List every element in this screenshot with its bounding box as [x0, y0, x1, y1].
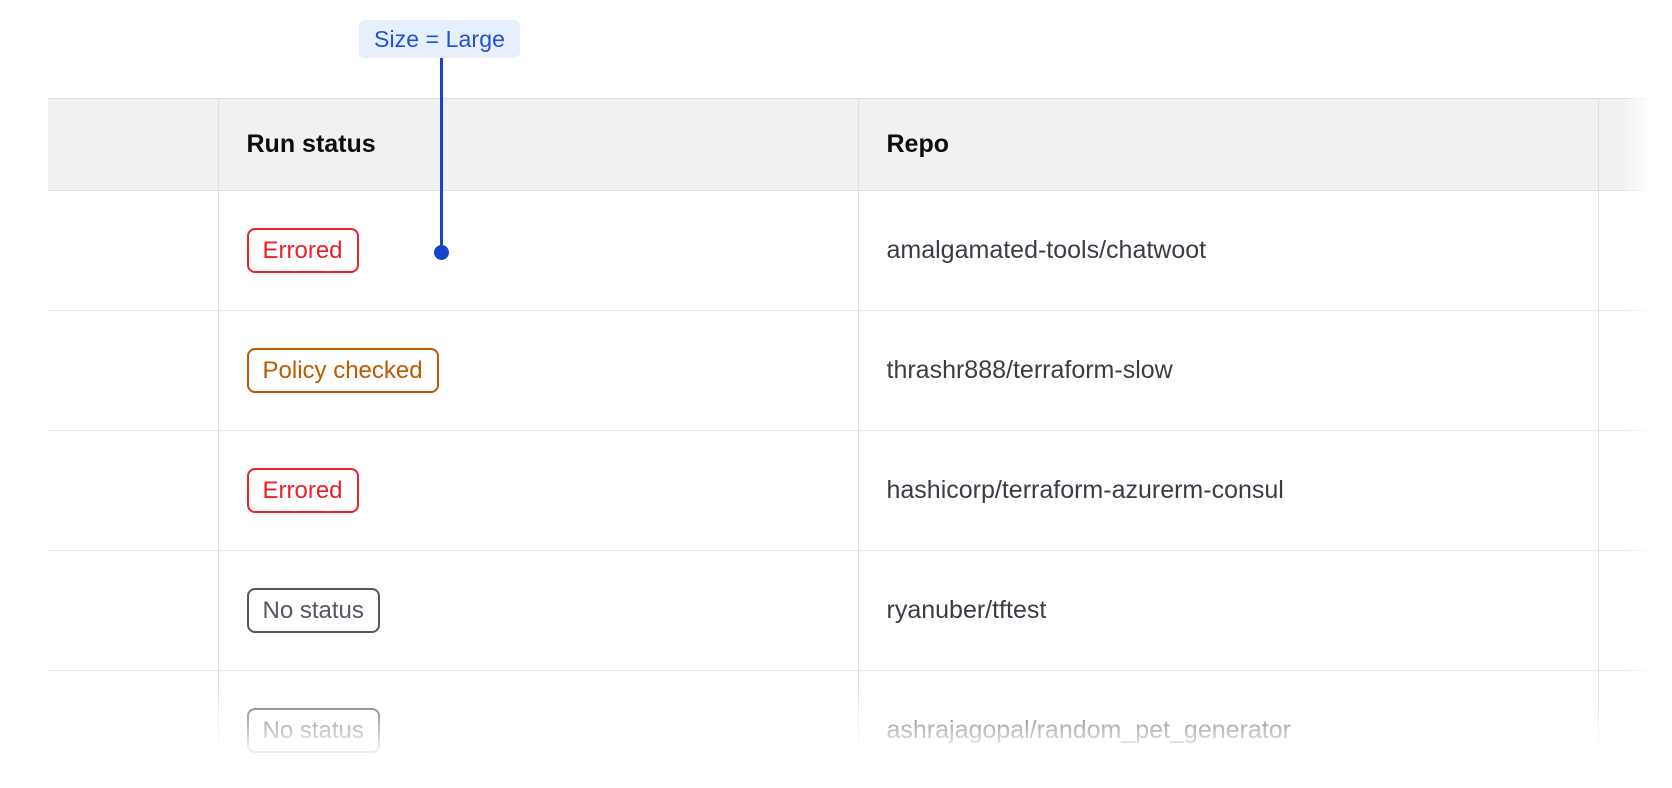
repo-cell[interactable]: hashicorp/terraform-azurerm-consul	[857, 430, 1598, 551]
row-tail-cell	[1597, 670, 1648, 788]
run-status-cell: No status	[217, 550, 858, 671]
row-select-cell[interactable]	[48, 430, 218, 551]
status-badge: Errored	[246, 228, 359, 273]
table-body: Errored amalgamated-tools/chatwoot Polic…	[48, 190, 1648, 788]
annotation-label: Size = Large	[374, 25, 505, 52]
table-container: Run status Repo Errored amalgamated-tool…	[0, 98, 1672, 788]
row-tail-cell	[1597, 190, 1648, 311]
row-select-cell[interactable]	[48, 550, 218, 671]
table-row[interactable]: No status ashrajagopal/random_pet_genera…	[48, 670, 1648, 788]
annotation-leader-line	[440, 57, 443, 251]
table-row[interactable]: Errored hashicorp/terraform-azurerm-cons…	[48, 430, 1648, 551]
table-row[interactable]: Policy checked thrashr888/terraform-slow	[48, 310, 1648, 431]
row-select-cell[interactable]	[48, 310, 218, 431]
run-status-cell: Errored	[217, 190, 858, 311]
row-select-cell[interactable]	[48, 190, 218, 311]
status-badge: Errored	[246, 468, 359, 513]
column-header-repo[interactable]: Repo	[857, 98, 1598, 191]
table-row[interactable]: Errored amalgamated-tools/chatwoot	[48, 190, 1648, 311]
table-header: Run status Repo	[48, 98, 1648, 191]
column-header-select[interactable]	[48, 98, 218, 191]
repo-cell[interactable]: ryanuber/tftest	[857, 550, 1598, 671]
row-select-cell[interactable]	[48, 670, 218, 788]
run-status-cell: Policy checked	[217, 310, 858, 431]
repo-cell[interactable]: amalgamated-tools/chatwoot	[857, 190, 1598, 311]
repo-cell[interactable]: thrashr888/terraform-slow	[857, 310, 1598, 431]
run-status-cell: Errored	[217, 430, 858, 551]
run-status-cell: No status	[217, 670, 858, 788]
status-badge: No status	[246, 588, 380, 633]
annotation-callout: Size = Large	[359, 20, 520, 58]
annotation-leader-dot	[434, 245, 449, 260]
status-badge: Policy checked	[246, 348, 439, 393]
row-tail-cell	[1597, 550, 1648, 671]
column-header-tail	[1597, 98, 1648, 191]
column-header-run-status[interactable]: Run status	[217, 98, 858, 191]
status-badge: No status	[246, 708, 380, 753]
runs-table: Run status Repo Errored amalgamated-tool…	[48, 98, 1648, 788]
table-row[interactable]: No status ryanuber/tftest	[48, 550, 1648, 671]
repo-cell[interactable]: ashrajagopal/random_pet_generator	[857, 670, 1598, 788]
row-tail-cell	[1597, 310, 1648, 431]
table-header-row: Run status Repo	[48, 98, 1648, 191]
row-tail-cell	[1597, 430, 1648, 551]
